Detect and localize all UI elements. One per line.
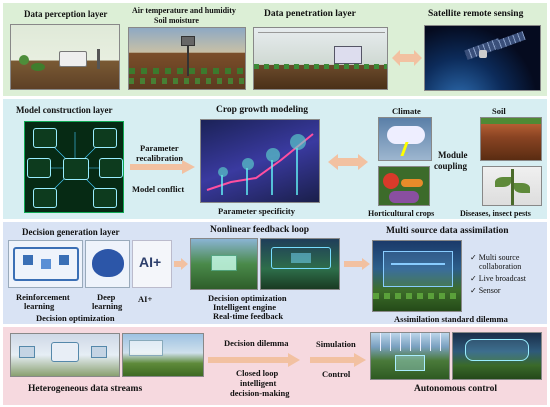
recalibration-label: recalibration bbox=[136, 153, 184, 163]
deep-learning-image bbox=[85, 240, 130, 288]
ai-plus-image: AI+ bbox=[132, 240, 172, 288]
ai-plus-badge: AI+ bbox=[139, 254, 162, 270]
model-conflict-label: Model conflict bbox=[132, 184, 185, 194]
check-icon: ✓ bbox=[470, 286, 479, 295]
satellite-image bbox=[424, 25, 541, 91]
arrow-to-simulation bbox=[208, 353, 300, 367]
arrow-to-module-coupling bbox=[328, 154, 368, 170]
real-time-feedback-label: Real-time feedback bbox=[213, 311, 284, 321]
model-construction-title: Model construction layer bbox=[16, 105, 113, 115]
collaboration-label: collaboration bbox=[479, 262, 522, 271]
decision-optimization-left: Decision optimization bbox=[36, 313, 115, 323]
control-label: Control bbox=[322, 369, 351, 379]
intelligent-engine-label: Intelligent engine bbox=[213, 302, 277, 312]
data-assimilation-image bbox=[372, 240, 462, 312]
climate-label: Climate bbox=[392, 106, 421, 116]
soil-moisture-label: Soil moisture bbox=[154, 16, 199, 25]
ai-plus-label: AI+ bbox=[138, 294, 153, 304]
reinforcement-label: Reinforcement bbox=[16, 292, 70, 302]
decision-dilemma-label: Decision dilemma bbox=[224, 338, 289, 348]
horticultural-crops-label: Horticultural crops bbox=[368, 209, 435, 218]
autonomous-control-image-1 bbox=[370, 332, 450, 380]
decision-generation-title: Decision generation layer bbox=[22, 227, 120, 237]
parameter-specificity-label: Parameter specificity bbox=[218, 206, 296, 216]
greenhouse-sensor-image bbox=[253, 27, 388, 90]
data-streams-image-2 bbox=[122, 333, 204, 377]
data-perception-title: Data perception layer bbox=[24, 9, 108, 19]
diseases-pests-label: Diseases, insect pests bbox=[460, 209, 531, 218]
check-multi-source: ✓ Multi source bbox=[470, 253, 520, 262]
intelligent-label: intelligent bbox=[240, 378, 277, 388]
crop-growth-image bbox=[200, 119, 320, 203]
soil-sensor-image bbox=[128, 27, 246, 90]
deep-learning-label: learning bbox=[92, 301, 123, 311]
decision-optimization-center: Decision optimization bbox=[208, 293, 287, 303]
data-penetration-title: Data penetration layer bbox=[264, 9, 356, 19]
bidirectional-arrow bbox=[392, 50, 422, 66]
check-icon: ✓ bbox=[470, 253, 479, 262]
sensor-field-image bbox=[10, 24, 120, 90]
module-label: Module bbox=[438, 150, 468, 160]
check-icon: ✓ bbox=[470, 274, 479, 283]
nonlinear-feedback-title: Nonlinear feedback loop bbox=[210, 225, 310, 235]
arrow-to-autonomous bbox=[310, 353, 366, 367]
simulation-label: Simulation bbox=[316, 339, 356, 349]
coupling-label: coupling bbox=[434, 161, 468, 171]
heterogeneous-streams-label: Heterogeneous data streams bbox=[28, 384, 143, 394]
deep-label: Deep bbox=[97, 292, 116, 302]
soil-label: Soil bbox=[492, 106, 506, 116]
arrow-to-crop-model bbox=[130, 160, 195, 174]
arrow-to-assimilation bbox=[344, 258, 370, 270]
climate-image bbox=[378, 117, 432, 161]
parameter-label: Parameter bbox=[140, 143, 179, 153]
data-streams-image-1 bbox=[10, 333, 120, 377]
reinforcement-learning-image bbox=[8, 240, 83, 288]
horticultural-crops-image bbox=[378, 166, 430, 206]
arrow-to-feedback-loop bbox=[174, 258, 188, 270]
reinforcement-learning-label: learning bbox=[24, 301, 55, 311]
feedback-loop-image-2 bbox=[260, 238, 340, 290]
decision-making-label: decision-making bbox=[230, 388, 290, 398]
multi-source-title: Multi source data assimilation bbox=[386, 226, 509, 236]
check-live-broadcast: ✓ Live broadcast bbox=[470, 274, 527, 283]
feedback-loop-image-1 bbox=[190, 238, 258, 290]
disease-pest-image bbox=[482, 166, 542, 206]
crop-growth-modeling-title: Crop growth modeling bbox=[216, 105, 309, 115]
check-sensor: ✓ Sensor bbox=[470, 286, 501, 295]
autonomous-control-image-2 bbox=[452, 332, 542, 380]
soil-image bbox=[480, 117, 542, 161]
model-network-image bbox=[24, 121, 124, 213]
autonomous-control-label: Autonomous control bbox=[414, 384, 497, 394]
closed-loop-label: Closed loop bbox=[236, 368, 279, 378]
assimilation-dilemma-label: Assimilation standard dilemma bbox=[394, 314, 508, 324]
air-temperature-label: Air temperature and humidity bbox=[132, 6, 236, 15]
satellite-title: Satellite remote sensing bbox=[428, 9, 524, 19]
